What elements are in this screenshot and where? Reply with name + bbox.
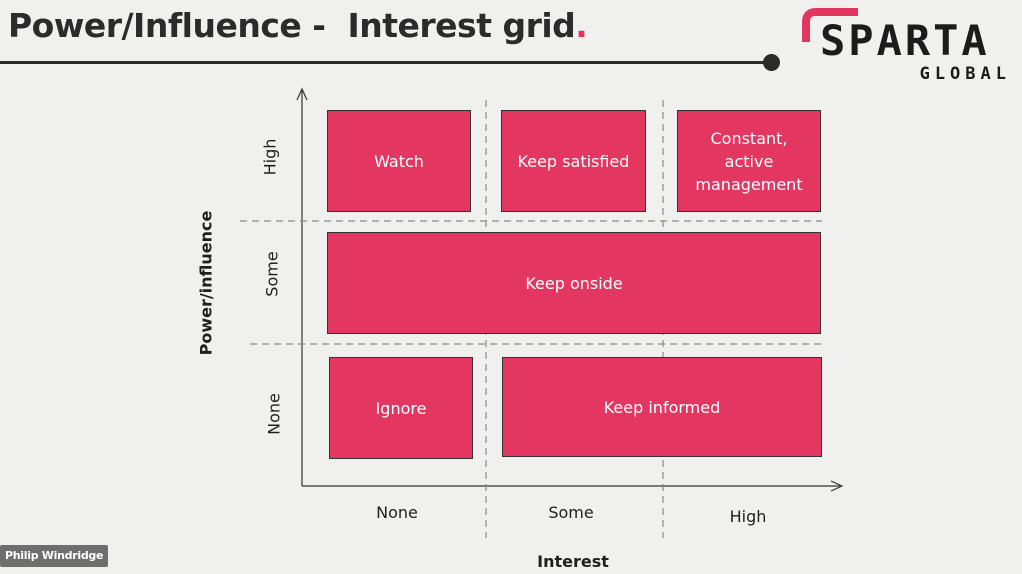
title-text: Power/Influence - Interest grid xyxy=(8,6,576,45)
logo-wordmark: SPARTA xyxy=(820,16,990,65)
x-tick-none: None xyxy=(376,503,418,522)
slide-title: Power/Influence - Interest grid. xyxy=(8,6,588,45)
box-watch: Watch xyxy=(327,110,471,212)
sparta-arc-icon xyxy=(802,8,858,42)
x-axis-label: Interest xyxy=(537,552,609,571)
presenter-name-tag: Philip Windridge xyxy=(0,545,109,567)
y-tick-some: Some xyxy=(262,251,282,297)
x-axis-arrow xyxy=(830,480,844,492)
box-keep-informed: Keep informed xyxy=(502,357,822,457)
box-keep-onside: Keep onside xyxy=(327,232,821,334)
y-tick-high: High xyxy=(260,138,280,176)
y-axis-arrow xyxy=(296,87,308,101)
box-keep-satisfied: Keep satisfied xyxy=(501,110,646,212)
title-underline-dot xyxy=(763,54,780,71)
y-tick-none: None xyxy=(264,393,284,435)
y-axis-label: Power/influence xyxy=(196,210,216,356)
title-underline xyxy=(0,61,770,64)
logo-subtitle: GLOBAL xyxy=(919,64,1011,84)
sparta-global-logo: SPARTA GLOBAL xyxy=(800,8,1015,88)
title-accent-dot: . xyxy=(575,6,588,45)
box-constant-active-management: Constant, active management xyxy=(677,110,821,212)
x-tick-some: Some xyxy=(548,503,594,522)
box-ignore: Ignore xyxy=(329,357,473,459)
x-tick-high: High xyxy=(729,507,767,526)
